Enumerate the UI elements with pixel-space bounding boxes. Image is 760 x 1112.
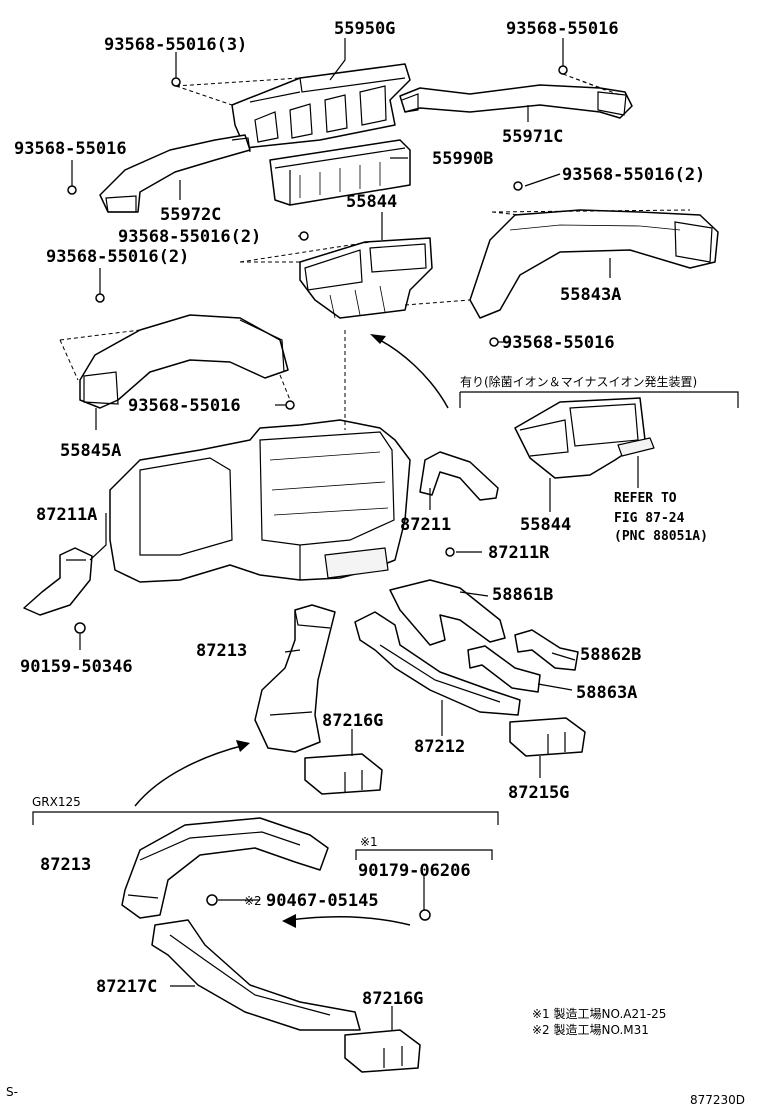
arrow-grx-curve <box>282 914 411 928</box>
duct-55971c <box>399 84 633 119</box>
grx-bracket <box>32 811 499 825</box>
diagram-id: 877230D <box>690 1093 745 1107</box>
duct-55843a <box>469 209 719 319</box>
note1-mark: ※1 <box>360 835 378 849</box>
duct-87212 <box>354 611 521 716</box>
label-87212: 87212 <box>414 737 465 757</box>
duct-58862b <box>514 629 579 671</box>
refer-line-2: FIG 87-24 <box>614 511 685 526</box>
duct-87213-top <box>254 604 336 753</box>
option-bracket <box>459 391 739 408</box>
label-55844-optional: 55844 <box>520 515 571 535</box>
adapter-87216g-bottom <box>344 1029 421 1073</box>
label-55950g: 55950G <box>334 19 395 39</box>
footnote-1: ※1 製造工場NO.A21-25 <box>532 1007 666 1021</box>
duct-55972c <box>99 134 251 213</box>
label-55971c: 55971C <box>502 127 563 147</box>
label-90179: 90179-06206 <box>358 861 471 881</box>
refer-line-3: (PNC 88051A) <box>614 529 708 544</box>
label-93568-below-845a: 93568-55016 <box>128 396 241 416</box>
label-55990b: 55990B <box>432 149 493 169</box>
label-58861b: 58861B <box>492 585 553 605</box>
hvac-unit <box>109 419 411 583</box>
duct-55845a <box>79 314 289 409</box>
footnote-2: ※2 製造工場NO.M31 <box>532 1023 649 1037</box>
label-87215g: 87215G <box>508 783 569 803</box>
duct-58863a <box>467 645 541 693</box>
label-93568-2-mid: 93568-55016(2) <box>118 227 261 247</box>
label-87213-top: 87213 <box>196 641 247 661</box>
register-55990b <box>269 139 411 206</box>
option-note: 有り(除菌イオン＆マイナスイオン発生装置) <box>460 374 697 389</box>
label-58863a: 58863A <box>576 683 637 703</box>
grx-label: GRX125 <box>32 795 81 809</box>
label-87217c: 87217C <box>96 977 157 997</box>
register-55950g <box>231 63 411 149</box>
label-93568-top-right: 93568-55016 <box>506 19 619 39</box>
label-87211a: 87211A <box>36 505 97 525</box>
note2-mark-inline: ※2 <box>244 894 262 908</box>
label-58862b: 58862B <box>580 645 641 665</box>
adapter-87216g-top <box>304 753 383 795</box>
page-left-mark: S- <box>6 1085 18 1099</box>
ion-generator <box>617 437 655 457</box>
duct-55844-optional <box>514 397 646 479</box>
label-55845a: 55845A <box>60 441 121 461</box>
label-93568-3: 93568-55016(3) <box>104 35 247 55</box>
label-93568-2-right: 93568-55016(2) <box>562 165 705 185</box>
note1-bracket <box>355 849 493 860</box>
duct-87217c <box>151 919 361 1031</box>
label-93568-2-left: 93568-55016(2) <box>46 247 189 267</box>
label-55843a: 55843A <box>560 285 621 305</box>
label-93568-below-843a: 93568-55016 <box>502 333 615 353</box>
duct-87211 <box>419 451 499 501</box>
dashed-guides <box>59 73 691 430</box>
duct-87211a <box>23 547 93 616</box>
leader-lines <box>71 38 639 1030</box>
duct-55844-top <box>299 237 433 319</box>
label-87211: 87211 <box>400 515 451 535</box>
refer-line-1: REFER TO <box>614 491 677 506</box>
arrow-upward-curve <box>370 334 449 409</box>
label-55844-top: 55844 <box>346 192 397 212</box>
arrow-left-curve <box>134 740 250 807</box>
label-87213-bottom: 87213 <box>40 855 91 875</box>
duct-87213-grx <box>121 817 329 919</box>
label-90159: 90159-50346 <box>20 657 133 677</box>
label-93568-left: 93568-55016 <box>14 139 127 159</box>
duct-58861b <box>389 579 506 646</box>
adapter-87215g <box>509 717 586 757</box>
label-55972c: 55972C <box>160 205 221 225</box>
label-87216g-top: 87216G <box>322 711 383 731</box>
label-87211r: 87211R <box>488 543 550 563</box>
label-90467: 90467-05145 <box>266 891 379 911</box>
bolt-icons <box>67 65 568 921</box>
label-87216g-bottom: 87216G <box>362 989 423 1009</box>
